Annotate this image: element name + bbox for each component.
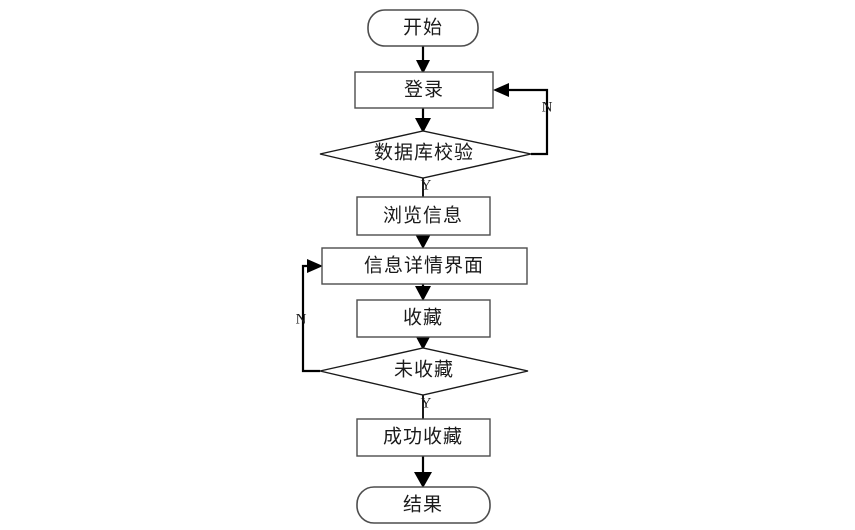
node-start-label: 开始	[403, 16, 443, 38]
edge-login-to-dbcheck	[415, 108, 431, 133]
node-success[interactable]: 成功收藏	[356, 418, 491, 457]
node-collect-label: 收藏	[403, 306, 443, 328]
node-login-label: 登录	[404, 78, 444, 100]
node-result-label: 结果	[403, 493, 443, 515]
edge-browse-to-detail	[415, 234, 431, 249]
node-dbcheck-label: 数据库校验	[374, 141, 474, 163]
node-dbcheck[interactable]: 数据库校验	[319, 130, 532, 179]
node-browse-label: 浏览信息	[383, 204, 463, 226]
node-success-label: 成功收藏	[383, 425, 463, 447]
node-start[interactable]: 开始	[367, 9, 479, 47]
branch-label-dbcheck-no: N	[542, 99, 553, 115]
branch-label-nocollect-yes: Y	[421, 395, 432, 411]
node-nocollect[interactable]: 未收藏	[319, 347, 529, 396]
edge-dbcheck-no-to-login	[493, 83, 549, 156]
edge-start-to-login	[416, 45, 430, 74]
node-collect[interactable]: 收藏	[356, 299, 491, 338]
edge-nocollect-no-to-detail	[301, 259, 323, 373]
node-result[interactable]: 结果	[356, 486, 491, 524]
node-browse[interactable]: 浏览信息	[356, 196, 491, 236]
node-login[interactable]: 登录	[354, 71, 494, 109]
node-detail[interactable]: 信息详情界面	[321, 247, 528, 285]
branch-label-dbcheck-yes: Y	[421, 177, 432, 193]
edge-detail-to-collect	[415, 284, 431, 301]
node-nocollect-label: 未收藏	[394, 358, 454, 380]
node-detail-label: 信息详情界面	[364, 254, 484, 276]
edge-success-to-result	[414, 456, 432, 488]
branch-label-nocollect-no: N	[296, 311, 307, 327]
